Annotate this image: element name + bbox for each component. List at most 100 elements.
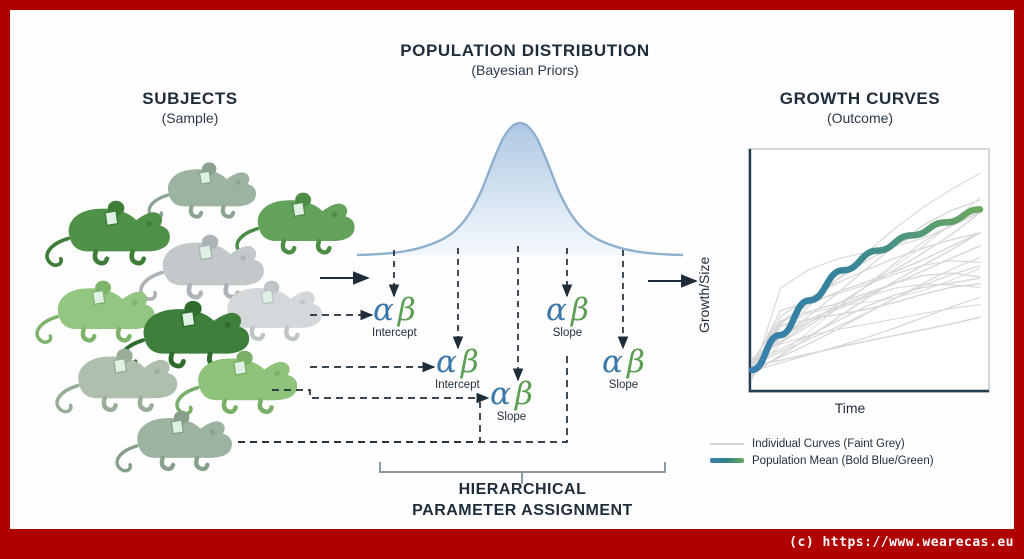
mouse-eye — [210, 429, 216, 435]
mouse-10 — [115, 410, 232, 473]
legend-swatch-individual-icon — [710, 442, 744, 445]
population-title-block: POPULATION DISTRIBUTION (Bayesian Priors… — [360, 40, 690, 80]
parameter-label-5: Slope — [608, 379, 639, 391]
mouse-leg — [315, 238, 332, 255]
mouse-leg — [188, 204, 204, 219]
bell-curve-outline — [356, 121, 684, 257]
bell-curve — [356, 121, 684, 257]
mouse-ear-tag-icon — [104, 210, 119, 227]
individual-growth-curve — [751, 231, 981, 374]
subjects-subtitle: (Sample) — [161, 110, 219, 127]
mouse-body — [257, 200, 355, 242]
mouse-eye — [224, 322, 231, 328]
alpha-symbol: α — [546, 292, 567, 328]
diagram-canvas: SUBJECTS (Sample) POPULATION DISTRIBUTIO… — [10, 10, 1014, 529]
mouse-3 — [45, 200, 170, 267]
mouse-4 — [139, 234, 264, 301]
beta-symbol: β — [460, 344, 479, 380]
plot-legend: Individual Curves (Faint Grey) Populatio… — [710, 435, 1010, 469]
mouse-leg — [221, 397, 238, 415]
mouse-leg — [220, 204, 236, 219]
mouse-ear-tag-icon — [260, 289, 275, 305]
mice-illustration — [35, 162, 355, 473]
mouse-8 — [55, 348, 178, 414]
hierarchy-line-2: PARAMETER ASSIGNMENT — [412, 501, 633, 519]
mouse-eye — [332, 212, 338, 218]
mouse-ear-tag-icon — [91, 289, 106, 306]
growth-title: GROWTH CURVES — [779, 89, 941, 108]
y-axis-label: Growth/Size — [696, 256, 712, 333]
legend-item-mean: Population Mean (Bold Blue/Green) — [710, 452, 1010, 469]
alpha-symbol: α — [435, 344, 457, 380]
growth-curves-plot: Growth/Size Time — [696, 148, 1000, 438]
mouse-leg — [92, 249, 110, 266]
mouse-tail — [55, 383, 80, 414]
mouse-leg — [280, 238, 297, 255]
mouse-leg — [115, 326, 132, 343]
mouse-leg — [159, 455, 176, 472]
mouse-body — [162, 242, 264, 286]
mouse-eye — [132, 300, 138, 306]
parameter-label-2: Intercept — [435, 379, 480, 391]
mouse-eye — [235, 180, 241, 185]
legend-label-mean: Population Mean (Bold Blue/Green) — [752, 454, 934, 467]
parameter-label-4: Slope — [552, 327, 583, 339]
growth-plot-canvas — [748, 148, 990, 393]
individual-growth-curve — [751, 265, 981, 372]
mouse-body — [227, 287, 322, 328]
legend-swatch-mean-icon — [710, 458, 744, 463]
watermark: (c) https://www.wearecas.eu — [789, 535, 1014, 550]
beta-symbol: β — [570, 292, 589, 328]
mouse-leg — [257, 397, 274, 415]
mouse-1 — [147, 162, 257, 220]
mouse-tail — [45, 236, 71, 267]
mouse-body — [137, 417, 232, 458]
mouse-body — [143, 309, 250, 354]
mouse-body — [68, 208, 170, 252]
mouse-leg — [249, 325, 266, 342]
beta-symbol: β — [397, 292, 416, 328]
mouse-ear-tag-icon — [170, 419, 185, 435]
mouse-leg — [186, 283, 204, 300]
mouse-body — [57, 288, 155, 330]
alpha-symbol: α — [372, 292, 394, 328]
mouse-leg — [137, 395, 154, 413]
subjects-title-block: SUBJECTS (Sample) — [50, 88, 330, 128]
individual-growth-curve — [751, 316, 981, 367]
mouse-leg — [101, 395, 118, 413]
mouse-eye — [300, 299, 306, 305]
mouse-eye — [146, 221, 152, 227]
mouse-leg — [129, 249, 146, 266]
mouse-ear-tag-icon — [198, 244, 213, 261]
mouse-tail — [115, 444, 139, 473]
subject-feed-5 — [238, 356, 568, 443]
subjects-mice-group — [30, 150, 355, 473]
parameter-label-3: Slope — [496, 411, 527, 423]
growth-title-block: GROWTH CURVES (Outcome) — [710, 88, 1010, 128]
mouse-eye — [240, 255, 246, 261]
individual-growth-curve — [751, 272, 981, 363]
beta-symbol: β — [626, 344, 645, 380]
legend-label-individual: Individual Curves (Faint Grey) — [752, 437, 905, 450]
mouse-leg — [284, 325, 300, 342]
individual-growth-curve — [751, 232, 981, 364]
mouse-ear-tag-icon — [198, 170, 212, 185]
hierarchy-line-1: HIERARCHICAL — [458, 481, 587, 498]
connector-arrows-layer — [238, 246, 698, 484]
x-axis-label: Time — [834, 400, 866, 416]
parameter-label-1: Intercept — [372, 327, 417, 339]
subject-feed-3 — [272, 389, 490, 404]
mouse-eye — [154, 368, 160, 374]
mouse-body — [78, 356, 178, 399]
mouse-ear-tag-icon — [180, 310, 196, 328]
mouse-tail — [35, 314, 60, 344]
